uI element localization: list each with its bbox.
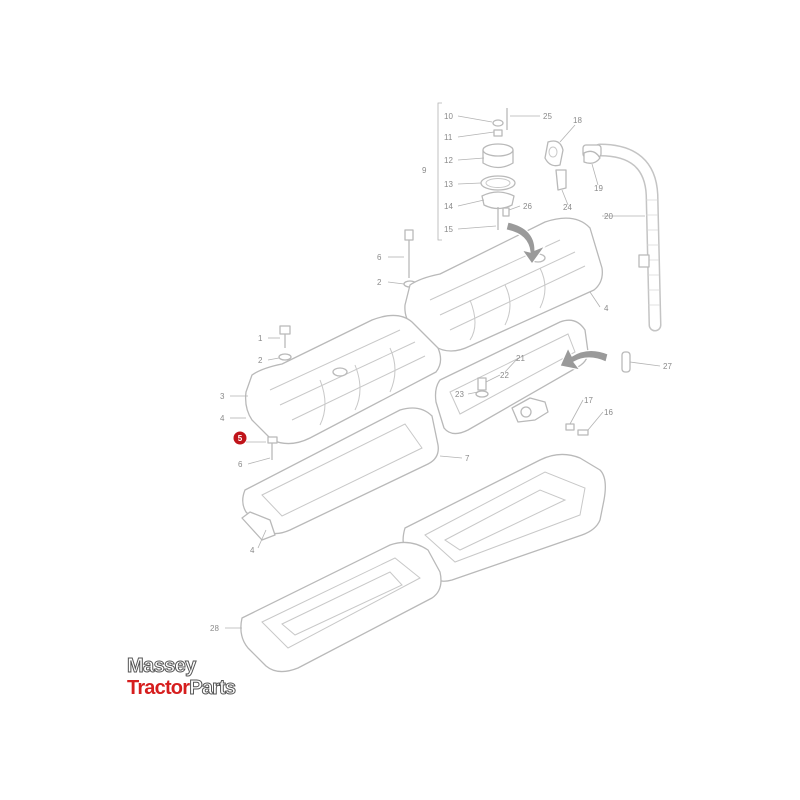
front-rocker-cover <box>244 314 442 445</box>
callout-2-upper: 2 <box>377 278 382 287</box>
front-gasket <box>242 407 439 535</box>
callout-14: 14 <box>444 202 453 211</box>
callout-6-upper: 6 <box>377 253 382 262</box>
highlighted-part-marker[interactable]: 5 <box>233 431 247 445</box>
callout-18: 18 <box>573 116 582 125</box>
callout-19: 19 <box>594 184 603 193</box>
callout-9: 9 <box>422 166 427 175</box>
callout-24: 24 <box>563 203 572 212</box>
highlighted-part-number: 5 <box>238 434 243 443</box>
rear-base-frame <box>402 453 606 582</box>
callout-12: 12 <box>444 156 453 165</box>
callout-7: 7 <box>465 454 470 463</box>
callout-17: 17 <box>584 396 593 405</box>
arrow-icon <box>505 221 547 266</box>
logo-line-tractorparts: TractorParts <box>127 677 287 699</box>
brand-logo: Massey TractorParts <box>127 656 287 700</box>
bottom-frame <box>240 541 442 673</box>
logo-line-massey: Massey <box>127 655 197 677</box>
rear-gasket <box>434 319 631 436</box>
callout-20: 20 <box>604 212 613 221</box>
callout-26: 26 <box>523 202 532 211</box>
callout-10: 10 <box>444 112 453 121</box>
callout-4-upper: 4 <box>604 304 609 313</box>
callout-16: 16 <box>604 408 613 417</box>
callout-15: 15 <box>444 225 453 234</box>
front-base-frame <box>241 511 276 541</box>
callout-11: 11 <box>444 133 453 142</box>
callout-25: 25 <box>543 112 552 121</box>
callout-4-middle: 4 <box>220 414 225 423</box>
callout-1: 1 <box>258 334 263 343</box>
filler-cap-assembly <box>437 102 601 241</box>
callout-3: 3 <box>220 392 225 401</box>
callout-23: 23 <box>455 390 464 399</box>
callout-13: 13 <box>444 180 453 189</box>
callout-27: 27 <box>663 362 672 371</box>
callout-22: 22 <box>500 371 509 380</box>
stud-upper <box>403 229 417 288</box>
callout-21: 21 <box>516 354 525 363</box>
logo-word-parts: Parts <box>189 677 237 699</box>
arrow-icon <box>559 346 609 371</box>
callout-4-lower: 4 <box>250 546 255 555</box>
callout-28: 28 <box>210 624 219 633</box>
leader-lines <box>225 115 661 629</box>
callout-2-lower: 2 <box>258 356 263 365</box>
callout-labels: 10 11 12 13 14 15 9 25 26 18 24 19 20 6 … <box>210 112 672 633</box>
callout-6-lower: 6 <box>238 460 243 469</box>
breather-hose <box>582 143 662 332</box>
logo-word-tractor: Tractor <box>127 677 190 699</box>
